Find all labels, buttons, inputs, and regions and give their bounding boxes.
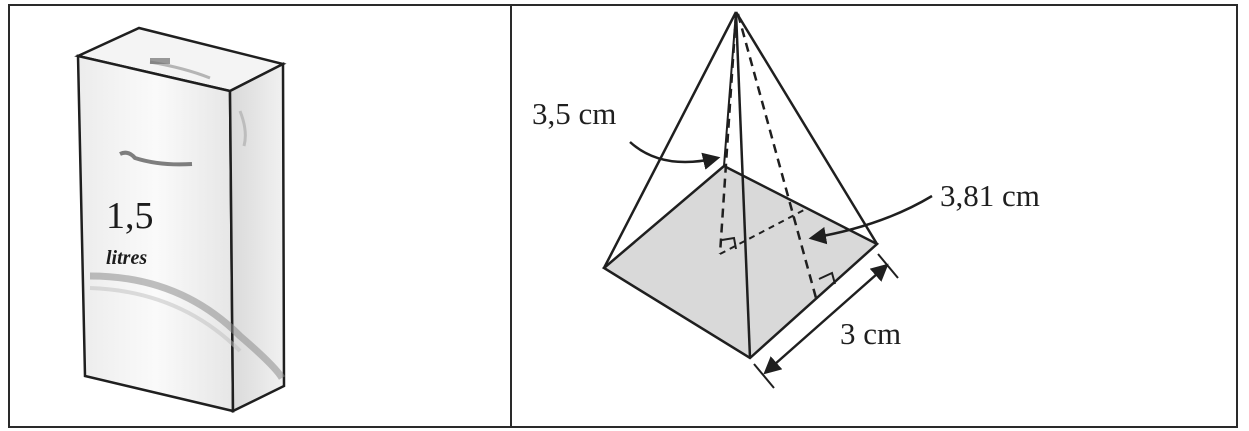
right-angle-mark-height bbox=[721, 236, 737, 250]
carton-volume-unit: litres bbox=[106, 247, 147, 269]
pyramid-apothem-line bbox=[736, 13, 818, 299]
pyramid-base bbox=[601, 164, 880, 360]
carton-cell: 1,5 litres bbox=[10, 6, 512, 426]
pyramid-drawing: 3,5 cm 3,81 cm 3 cm bbox=[532, 11, 1040, 389]
pyramid-cell: 3,5 cm 3,81 cm 3 cm bbox=[512, 6, 1236, 426]
base-dimension-tick-right bbox=[877, 253, 899, 279]
height-label: 3,5 cm bbox=[532, 96, 616, 131]
apothem-arrow bbox=[808, 194, 933, 245]
pyramid-edge-right bbox=[734, 11, 879, 245]
pyramid-height-line bbox=[718, 13, 738, 255]
apothem-label: 3,81 cm bbox=[940, 178, 1040, 213]
pyramid-edge-left bbox=[602, 11, 738, 269]
carton-front-face bbox=[76, 54, 235, 413]
figure-table: 1,5 litres bbox=[8, 4, 1238, 428]
pyramid-base-inner-line bbox=[719, 209, 805, 255]
base-dimension-arrow bbox=[763, 263, 889, 375]
height-arrow bbox=[629, 141, 721, 170]
carton-side-face bbox=[228, 61, 286, 413]
base-label: 3 cm bbox=[840, 316, 901, 351]
carton-volume-value: 1,5 bbox=[106, 195, 154, 237]
base-dimension-tick-left bbox=[753, 363, 775, 389]
pyramid-edge-front bbox=[734, 11, 752, 359]
milk-carton-drawing: 1,5 litres bbox=[74, 26, 287, 413]
